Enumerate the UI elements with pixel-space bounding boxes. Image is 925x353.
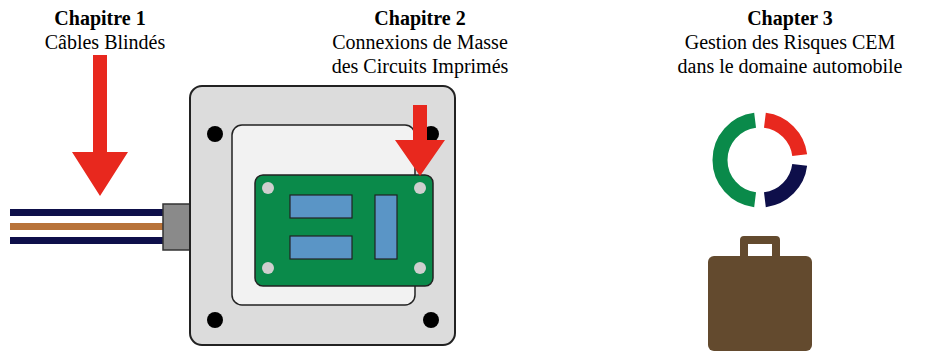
briefcase	[708, 236, 812, 351]
housing-screws	[207, 126, 439, 328]
pcb-holes	[262, 182, 426, 274]
pointer-arrow	[72, 55, 128, 196]
pcb	[255, 175, 433, 286]
logo-ring	[720, 120, 800, 199]
housing	[190, 86, 455, 345]
pcb-components	[290, 195, 397, 259]
chapter-title: Câbles Blindés	[5, 30, 205, 54]
chapter-title: Connexions de Masse des Circuits Imprimé…	[320, 30, 520, 78]
connector	[163, 204, 191, 250]
chapter-heading: Chapitre 2	[374, 6, 465, 30]
chapter-heading: Chapitre 1	[54, 6, 145, 30]
pointer-arrow	[395, 105, 445, 176]
shielded-cable	[10, 209, 166, 244]
chapter-heading: Chapter 3	[747, 6, 833, 30]
chapter-title: Gestion des Risques CEM dans le domaine …	[670, 30, 910, 78]
